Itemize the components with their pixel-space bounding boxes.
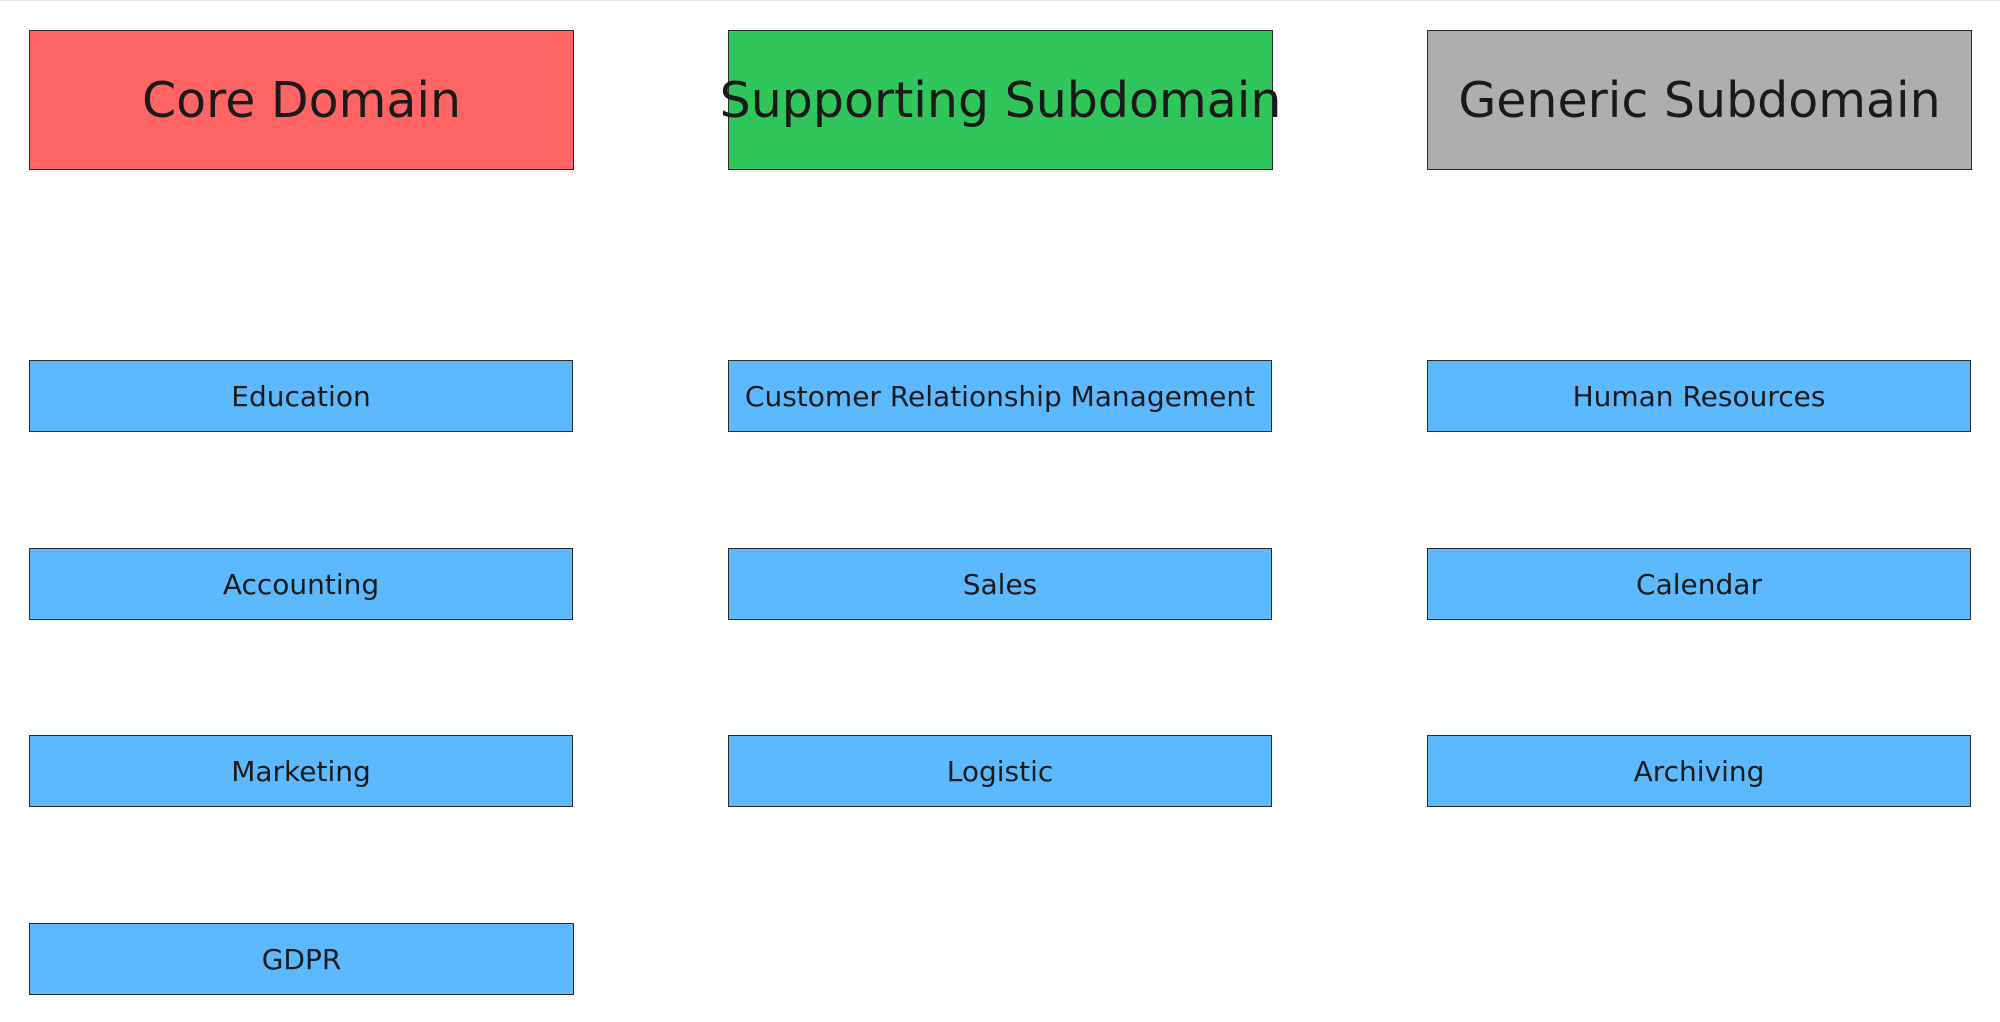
core-domain-header-label: Core Domain [141,71,462,129]
supporting-subdomain-item-logistic: Logistic [728,735,1272,807]
supporting-subdomain-header: Supporting Subdomain [720,30,1281,170]
core-domain-item-marketing: Marketing [29,735,573,807]
generic-subdomain-item-archiving: Archiving [1427,735,1971,807]
supporting-subdomain-item-crm: Customer Relationship Management [728,360,1272,432]
generic-subdomain-header: Generic Subdomain [1427,30,1972,170]
supporting-subdomain-header-label: Supporting Subdomain [719,71,1282,129]
item-label: Archiving [1633,754,1765,788]
item-label: Education [231,379,371,413]
generic-subdomain-item-calendar: Calendar [1427,548,1971,620]
generic-subdomain-item-human-resources: Human Resources [1427,360,1971,432]
item-label: Marketing [231,754,371,788]
core-domain-item-education: Education [29,360,573,432]
core-domain-item-accounting: Accounting [29,548,573,620]
core-domain-header: Core Domain [29,30,574,170]
generic-subdomain-header-label: Generic Subdomain [1458,71,1941,129]
item-label: Customer Relationship Management [744,379,1256,413]
item-label: GDPR [261,942,342,976]
core-domain-item-gdpr: GDPR [29,923,574,995]
item-label: Sales [962,567,1038,601]
item-label: Human Resources [1572,379,1826,413]
item-label: Logistic [946,754,1054,788]
item-label: Accounting [222,567,380,601]
supporting-subdomain-item-sales: Sales [728,548,1272,620]
item-label: Calendar [1636,567,1762,601]
